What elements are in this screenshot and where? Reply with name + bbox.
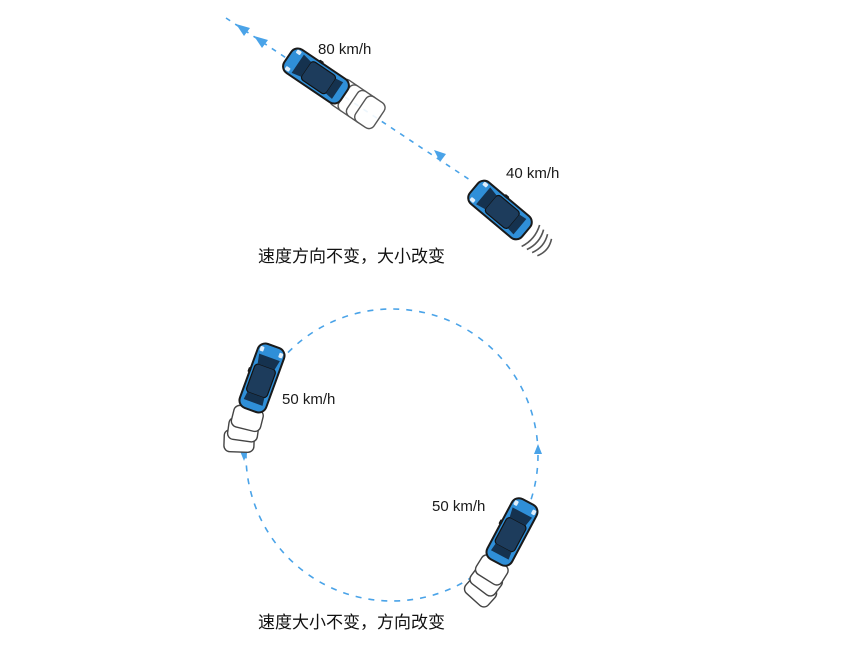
motion-ghosts	[463, 554, 509, 608]
speed-label-50-left: 50 km/h	[282, 391, 335, 408]
caption-circular: 速度大小不变，方向改变	[258, 613, 445, 633]
speed-label-40: 40 km/h	[506, 165, 559, 182]
car-fast	[278, 42, 386, 130]
car-right	[463, 493, 542, 608]
circular-motion-section: 50 km/h 50 km/h 速度大小不变，方向改变	[223, 308, 542, 633]
caption-linear: 速度方向不变，大小改变	[258, 247, 445, 267]
arrow-icon	[236, 24, 446, 162]
speed-label-50-right: 50 km/h	[432, 498, 485, 515]
linear-motion-section: 80 km/h 40 km/h 速度方向不变，大小改变	[225, 17, 559, 267]
car-left	[223, 339, 288, 453]
car-slow	[463, 174, 553, 257]
speed-label-80: 80 km/h	[318, 41, 371, 58]
motion-lines	[521, 224, 553, 257]
arrow-icon	[240, 444, 542, 461]
